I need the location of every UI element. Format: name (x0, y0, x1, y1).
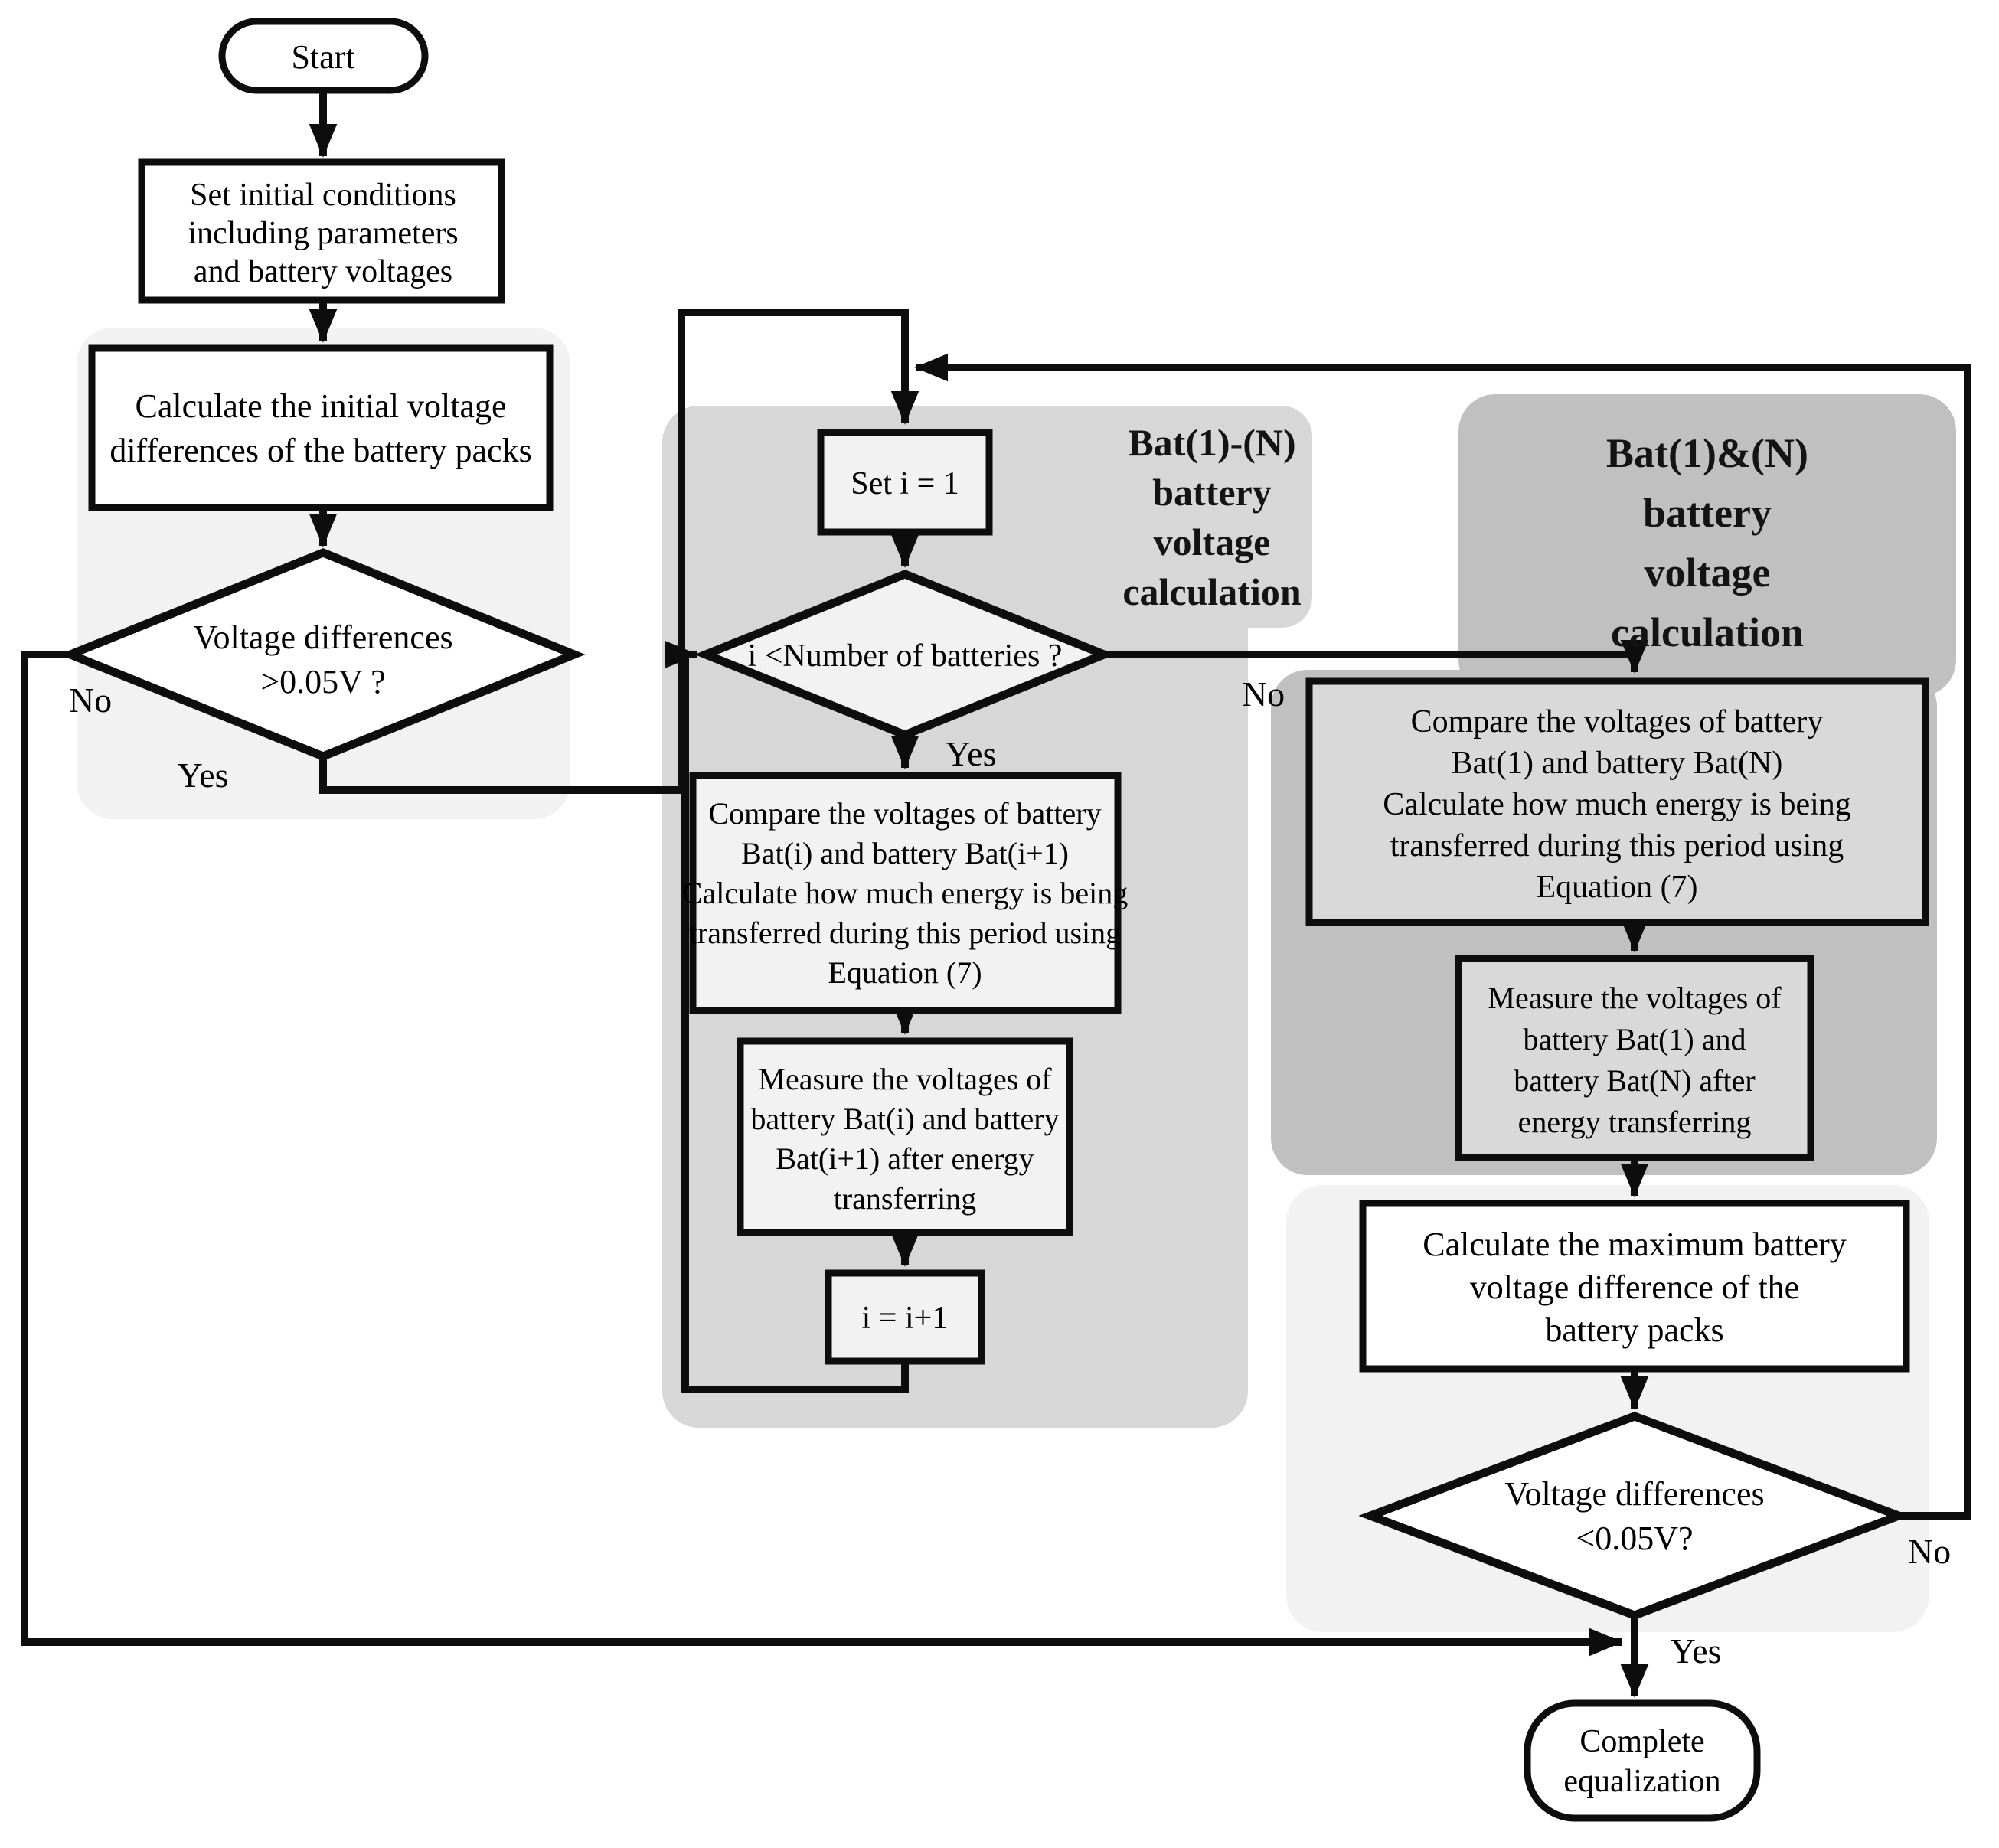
compare-1n-line-5: Equation (7) (1536, 870, 1697, 905)
decision1-line-2: >0.05V ? (260, 663, 385, 700)
compare-i-line-5: Equation (7) (828, 955, 982, 990)
measure-1n-line-1: Measure the voltages of (1488, 981, 1782, 1015)
measure-i-line-3: Bat(i+1) after energy (776, 1141, 1034, 1176)
section-label-bat1-n: Bat(1)-(N) battery voltage calculation (1122, 421, 1302, 613)
decision3-no-label: No (1908, 1532, 1951, 1571)
complete-line-2: equalization (1563, 1764, 1720, 1799)
calc-max-line-3: battery packs (1545, 1311, 1723, 1349)
decision3-line-1: Voltage differences (1504, 1475, 1764, 1513)
calc-max-line-2: voltage difference of the (1470, 1268, 1799, 1306)
node-decision-initial-difference: Voltage differences >0.05V ? (59, 548, 586, 761)
calc-initial-box (88, 344, 554, 511)
decision3-line-2: <0.05V? (1576, 1520, 1693, 1557)
flow-decision3-no-feedback (914, 353, 1971, 1520)
bat1-n-label-line-2: battery (1152, 471, 1272, 514)
flow-decision2-no-to-compare1n (1104, 639, 1649, 674)
node-complete-equalization: Complete equalization (1524, 1699, 1761, 1822)
node-calc-initial-differences: Calculate the initial voltage difference… (88, 344, 554, 511)
bat1-and-n-label-line-1: Bat(1)&(N) (1606, 430, 1808, 476)
start-label: Start (291, 38, 354, 76)
calc-max-box (1359, 1200, 1910, 1373)
compare-i-line-3: Calculate how much energy is being (682, 876, 1128, 910)
complete-line-1: Complete (1579, 1724, 1704, 1759)
bat1-n-label-line-3: voltage (1154, 521, 1271, 563)
set-initial-line-2: including parameters (188, 216, 458, 251)
increment-box (825, 1269, 985, 1365)
compare-1n-line-3: Calculate how much energy is being (1383, 787, 1851, 822)
node-calc-max-difference: Calculate the maximum battery voltage di… (1359, 1200, 1910, 1373)
set-initial-line-1: Set initial conditions (190, 178, 456, 213)
calc-initial-line-1: Calculate the initial voltage (135, 387, 506, 425)
node-measure-bat-1n: Measure the voltages of battery Bat(1) a… (1455, 955, 1814, 1161)
compare-i-line-2: Bat(i) and battery Bat(i+1) (741, 836, 1069, 870)
node-decision-final-difference: Voltage differences <0.05V? (1358, 1412, 1911, 1620)
compare-1n-box (1305, 677, 1929, 926)
panel-bat1-and-n-label-bubble (1458, 394, 1956, 697)
increment-label: i = i+1 (862, 1301, 949, 1336)
decision1-diamond (59, 548, 586, 761)
decision3-yes-label: Yes (1671, 1631, 1722, 1670)
decision3-diamond (1358, 1412, 1911, 1620)
decision1-no-label: No (69, 681, 112, 720)
decision2-no-label: No (1242, 674, 1285, 713)
flow-increment-loopback (664, 640, 909, 1393)
bat1-and-n-label-line-3: voltage (1645, 550, 1771, 596)
calc-initial-line-2: differences of the battery packs (109, 432, 531, 469)
compare-1n-line-1: Compare the voltages of battery (1411, 704, 1824, 740)
set-initial-box (138, 158, 505, 304)
bat1-n-label-line-4: calculation (1122, 570, 1302, 613)
node-decision-loop-count: i <Number of batteries ? (694, 570, 1115, 740)
measure-1n-line-4: energy transferring (1518, 1105, 1752, 1139)
start-terminator-shape (218, 18, 429, 94)
node-increment-i: i = i+1 (825, 1269, 985, 1365)
node-set-initial-conditions: Set initial conditions including paramet… (138, 158, 505, 304)
decision2-yes-label: Yes (946, 734, 997, 773)
measure-1n-line-2: battery Bat(1) and (1524, 1022, 1746, 1056)
flow-decision1-yes-to-seti (319, 309, 919, 794)
measure-1n-line-3: battery Bat(N) after (1514, 1063, 1755, 1098)
set-i-box (817, 429, 993, 536)
bat1-and-n-label-line-2: battery (1643, 490, 1772, 536)
compare-i-line-1: Compare the voltages of battery (708, 796, 1101, 831)
set-initial-line-3: and battery voltages (194, 254, 452, 289)
panel-bat1-n-label-bubble (1109, 406, 1312, 628)
compare-1n-line-2: Bat(1) and battery Bat(N) (1452, 746, 1783, 781)
decision1-line-1: Voltage differences (193, 619, 452, 656)
set-i-label: Set i = 1 (851, 466, 959, 501)
measure-i-line-4: transferring (834, 1181, 977, 1216)
measure-1n-box (1455, 955, 1814, 1161)
decision1-yes-label: Yes (178, 756, 229, 795)
bat1-and-n-label-line-4: calculation (1611, 609, 1804, 655)
bat1-n-label-line-1: Bat(1)-(N) (1128, 421, 1295, 464)
node-compare-bat-1n: Compare the voltages of battery Bat(1) a… (1305, 677, 1929, 926)
node-start: Start (218, 18, 429, 94)
complete-terminator-shape (1524, 1699, 1761, 1822)
compare-i-line-4: transferred during this period using (689, 916, 1121, 950)
flow-decision1-no-return (21, 651, 1623, 1657)
node-measure-bat-i: Measure the voltages of battery Bat(i) a… (737, 1037, 1073, 1236)
measure-i-line-1: Measure the voltages of (758, 1062, 1052, 1096)
decision2-diamond (694, 570, 1115, 740)
node-compare-bat-i: Compare the voltages of battery Bat(i) a… (682, 772, 1128, 1014)
section-label-bat1-and-n: Bat(1)&(N) battery voltage calculation (1606, 430, 1808, 655)
measure-i-box (737, 1037, 1073, 1236)
compare-i-box (689, 772, 1122, 1014)
node-set-i: Set i = 1 (817, 429, 993, 536)
compare-1n-line-4: transferred during this period using (1390, 828, 1844, 864)
decision2-label: i <Number of batteries ? (748, 638, 1063, 674)
calc-max-line-1: Calculate the maximum battery (1422, 1226, 1846, 1263)
measure-i-line-2: battery Bat(i) and battery (750, 1102, 1059, 1136)
